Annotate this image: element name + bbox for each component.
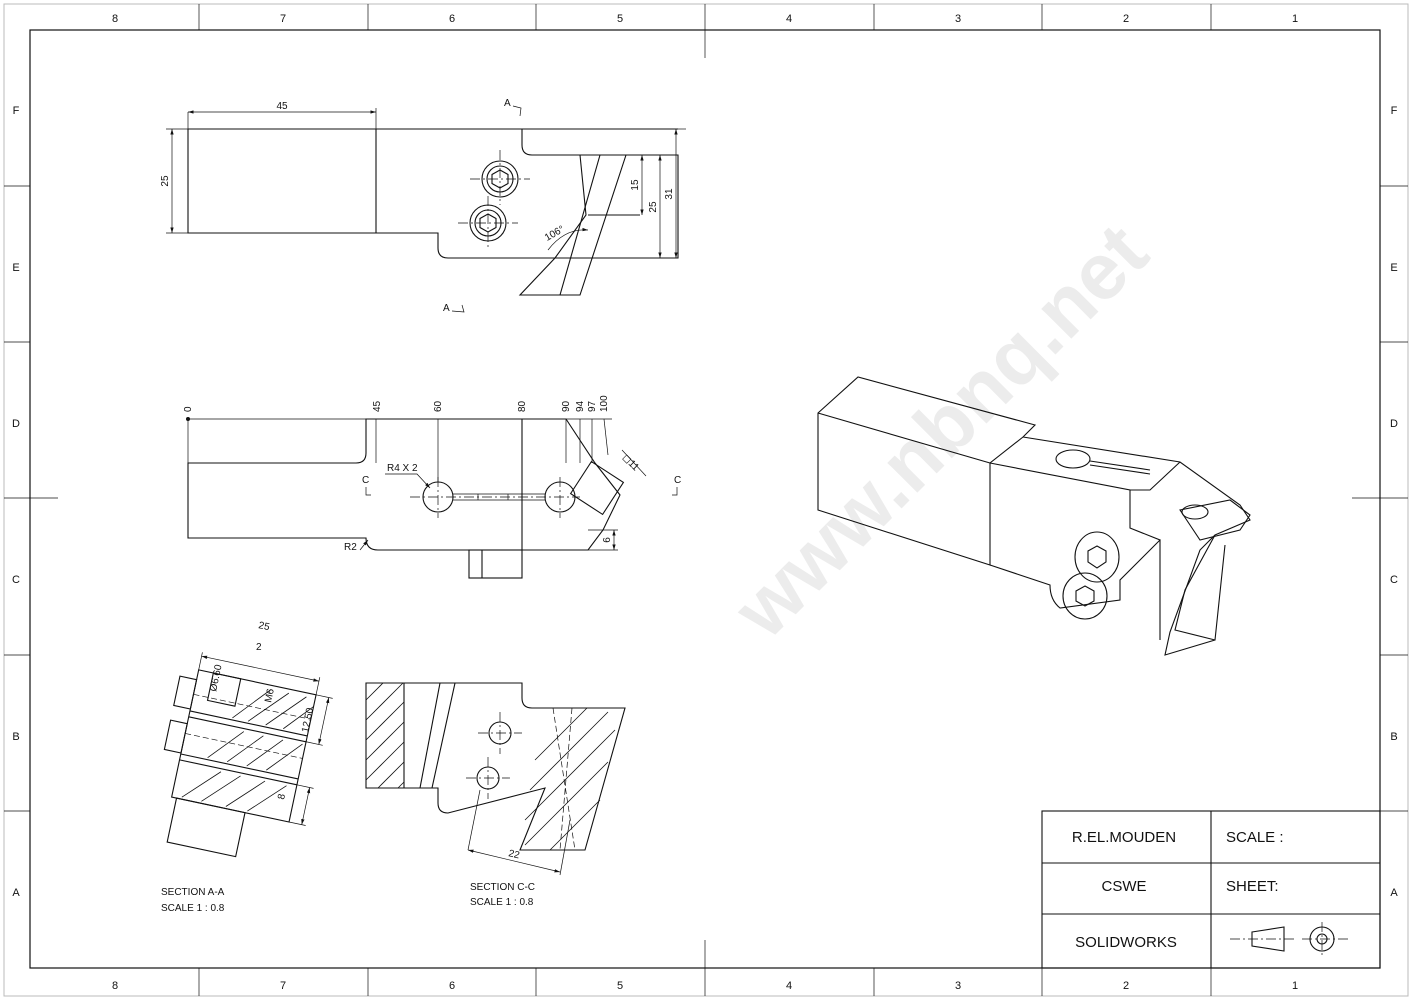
square-dim: ◻11 <box>620 452 641 473</box>
aa-dim-8: 8 <box>276 792 288 800</box>
aa-dim-2: 2 <box>256 642 262 653</box>
col-label: 2 <box>1123 980 1129 992</box>
aa-dim-25: 25 <box>257 620 271 633</box>
title-block: R.EL.MOUDEN CSWE SOLIDWORKS SCALE : SHEE… <box>1041 810 1381 969</box>
col-label: 3 <box>955 980 961 992</box>
ord-94: 94 <box>575 400 586 412</box>
row-label: B <box>12 731 19 743</box>
section-c-left: C <box>362 475 369 486</box>
watermark: www.nbnq.net <box>716 207 1164 655</box>
cc-dim-22: 22 <box>507 848 521 861</box>
col-label: 7 <box>280 980 286 992</box>
r2-note: R2 <box>344 542 357 553</box>
col-label: 1 <box>1292 13 1298 25</box>
col-label: 5 <box>617 980 623 992</box>
projection-symbol-icon <box>1230 922 1350 956</box>
dim-6: 6 <box>602 537 613 543</box>
col-label: 4 <box>786 980 792 992</box>
cc-scale: SCALE 1 : 0.8 <box>470 897 534 908</box>
ord-97: 97 <box>587 400 598 412</box>
angle-106: 106° <box>543 224 566 244</box>
ord-100: 100 <box>599 395 610 412</box>
col-label: 2 <box>1123 13 1129 25</box>
col-label: 6 <box>449 980 455 992</box>
section-cc: 22 <box>365 682 626 876</box>
col-label: 1 <box>1292 980 1298 992</box>
dim-45: 45 <box>276 101 288 112</box>
radius-note: R4 X 2 <box>387 463 418 474</box>
aa-dim-1250: 12.50 <box>300 706 316 733</box>
col-label: 7 <box>280 13 286 25</box>
aa-dim-m6: M6 <box>263 687 277 703</box>
dim-15: 15 <box>630 179 641 191</box>
front-view: 0 45 60 80 90 94 97 100 R4 X 2 R2 ◻11 6 … <box>183 395 681 579</box>
row-label: E <box>12 262 19 274</box>
inner-frame <box>29 29 1381 969</box>
outer-frame <box>3 3 1409 997</box>
ord-0: 0 <box>183 406 194 412</box>
ord-60: 60 <box>433 400 444 412</box>
ord-90: 90 <box>561 400 572 412</box>
ord-80: 80 <box>517 400 528 412</box>
col-label: 8 <box>112 13 118 25</box>
aa-scale: SCALE 1 : 0.8 <box>161 903 225 914</box>
row-label: D <box>12 418 20 430</box>
row-label: A <box>1390 887 1398 899</box>
section-aa <box>163 652 333 858</box>
section-a-bottom: A <box>443 303 450 314</box>
scale-label: SCALE : <box>1226 829 1284 846</box>
zone-ticks <box>4 4 1408 996</box>
aa-title: SECTION A-A <box>161 887 225 898</box>
aa-dim-dia: Ø6.60 <box>208 663 225 692</box>
row-label: F <box>13 105 20 117</box>
cc-title: SECTION C-C <box>470 882 535 893</box>
section-c-right: C <box>674 475 681 486</box>
row-label: D <box>1390 418 1398 430</box>
row-label: B <box>1390 731 1397 743</box>
dim-25: 25 <box>160 175 171 187</box>
author-name: R.EL.MOUDEN <box>1072 829 1176 846</box>
row-label: A <box>12 887 20 899</box>
row-label: E <box>1390 262 1397 274</box>
section-a-top: A <box>504 98 511 109</box>
software-name: SOLIDWORKS <box>1075 934 1177 951</box>
row-label: C <box>1390 574 1398 586</box>
dim-25b: 25 <box>648 201 659 213</box>
col-label: 6 <box>449 13 455 25</box>
dim-31: 31 <box>664 188 675 200</box>
top-view: 45 25 15 25 31 106° A A <box>160 98 686 314</box>
isometric-view <box>817 376 1251 656</box>
row-label: C <box>12 574 20 586</box>
sheet-label: SHEET: <box>1226 878 1279 895</box>
col-label: 5 <box>617 13 623 25</box>
ord-45: 45 <box>372 400 383 412</box>
col-label: 8 <box>112 980 118 992</box>
col-label: 3 <box>955 13 961 25</box>
company-name: CSWE <box>1102 878 1147 895</box>
col-label: 4 <box>786 13 792 25</box>
row-label: F <box>1391 105 1398 117</box>
